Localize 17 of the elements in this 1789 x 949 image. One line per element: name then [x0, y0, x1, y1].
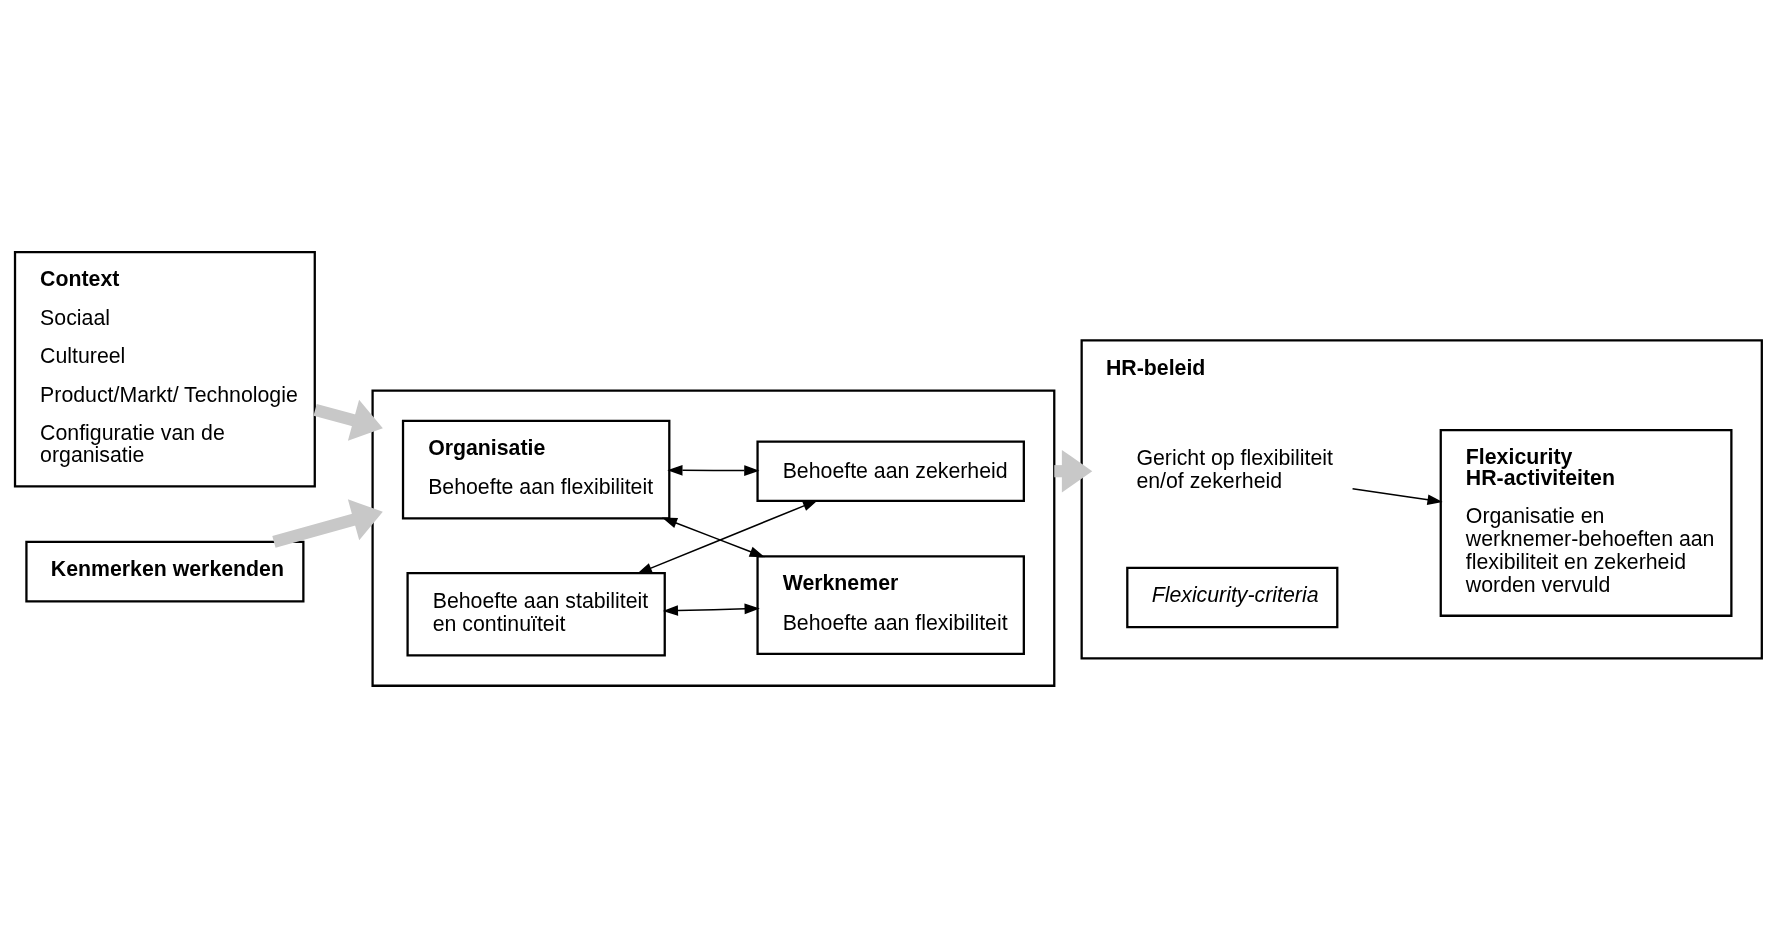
node-box: Organisatie Behoefte aan flexibiliteit — [401, 419, 671, 519]
node-box: Flexicurity HR-activiteiten Organisatie en werknemer-behoeften aan flexibiliteit en zekerheid worden vervuld — [1439, 428, 1733, 617]
cluster — [371, 388, 1056, 687]
node-box: Behoefte aan stabiliteit en continuïteit — [406, 571, 666, 656]
node-text: Gericht op flexibiliteit en/of zekerheid — [1136, 445, 1333, 493]
arrow — [667, 464, 760, 476]
node-box: Kenmerken werkenden — [25, 540, 305, 602]
node-box: Context Sociaal Cultureel Product/Markt/ Technologie Configuratie van de organisatie — [13, 250, 316, 488]
arrow — [636, 499, 819, 574]
arrow — [661, 517, 765, 557]
node-box: Werknemer Behoefte aan flexibiliteit — [756, 554, 1025, 655]
arrow — [1351, 487, 1443, 505]
arrow — [272, 498, 383, 548]
node-box: Flexicurity-criteria — [1126, 566, 1339, 628]
node-box: Behoefte aan zekerheid — [756, 439, 1025, 502]
arrow — [313, 399, 383, 441]
arrow — [662, 603, 760, 616]
